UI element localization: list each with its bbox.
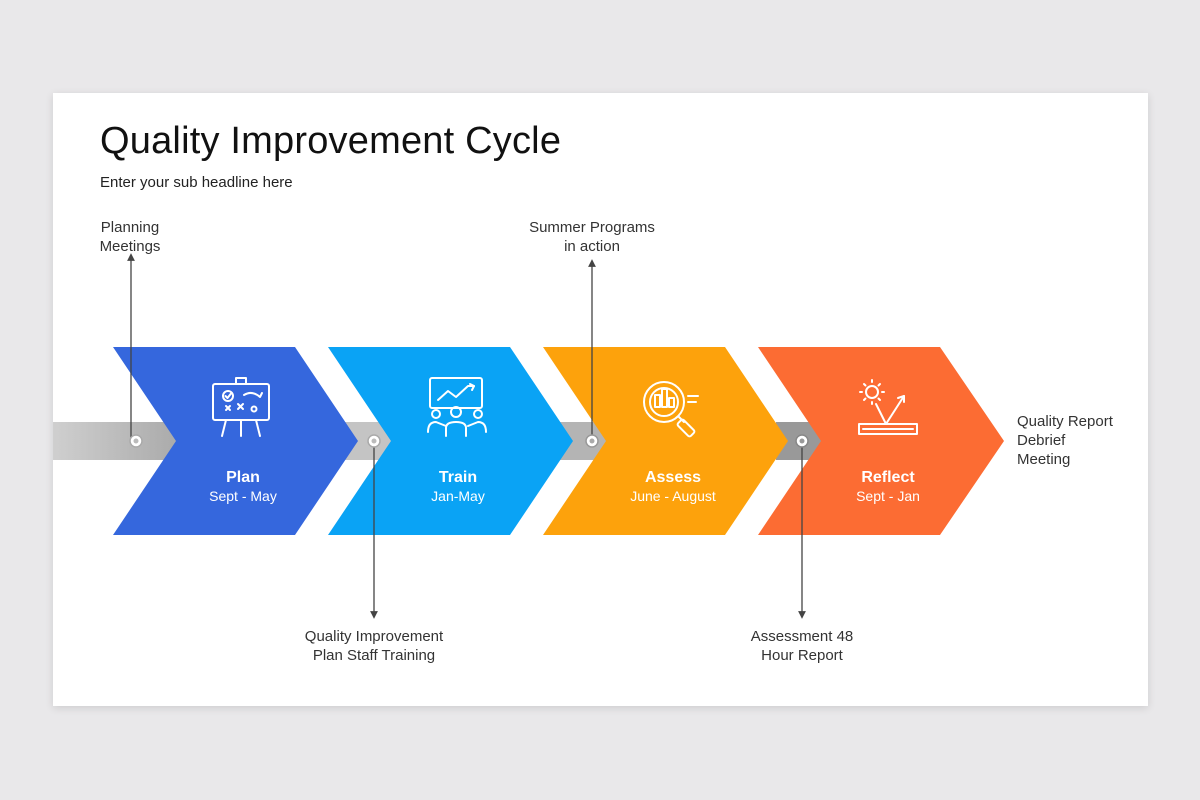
chevron-train (328, 347, 573, 535)
step-title-plan: Plan (226, 469, 260, 486)
step-title-train: Train (439, 469, 477, 486)
step-title-assess: Assess (645, 469, 701, 486)
milestone-dot (585, 434, 599, 448)
step-dates-train: Jan-May (431, 488, 485, 504)
callout-assessment-report: Assessment 48 Hour Report (750, 628, 854, 664)
callout-debrief-meeting: Quality Report Debrief Meeting (1017, 413, 1113, 468)
chevron-assess (543, 347, 788, 535)
slide-subtitle: Enter your sub headline here (100, 174, 293, 191)
timeline-band (53, 422, 183, 460)
chevron-reflect (758, 347, 1004, 535)
solar-panel-icon (858, 379, 918, 435)
milestone-dot (129, 434, 143, 448)
step-dates-plan: Sept - May (209, 488, 277, 504)
callout-summer-programs: Summer Programs in action (529, 219, 655, 255)
milestone-dot (367, 434, 381, 448)
step-title-reflect: Reflect (861, 469, 915, 486)
step-dates-assess: June - August (630, 488, 716, 504)
presentation-chart-icon (427, 377, 487, 437)
magnifier-chart-icon (643, 381, 699, 438)
step-dates-reflect: Sept - Jan (856, 488, 920, 504)
callout-planning-meetings: Planning Meetings (99, 219, 161, 255)
slide-title: Quality Improvement Cycle (100, 120, 562, 162)
milestone-dot (795, 434, 809, 448)
callout-staff-training: Quality Improvement Plan Staff Training (304, 628, 444, 664)
whiteboard-strategy-icon (212, 377, 270, 437)
chevron-plan (113, 347, 358, 535)
